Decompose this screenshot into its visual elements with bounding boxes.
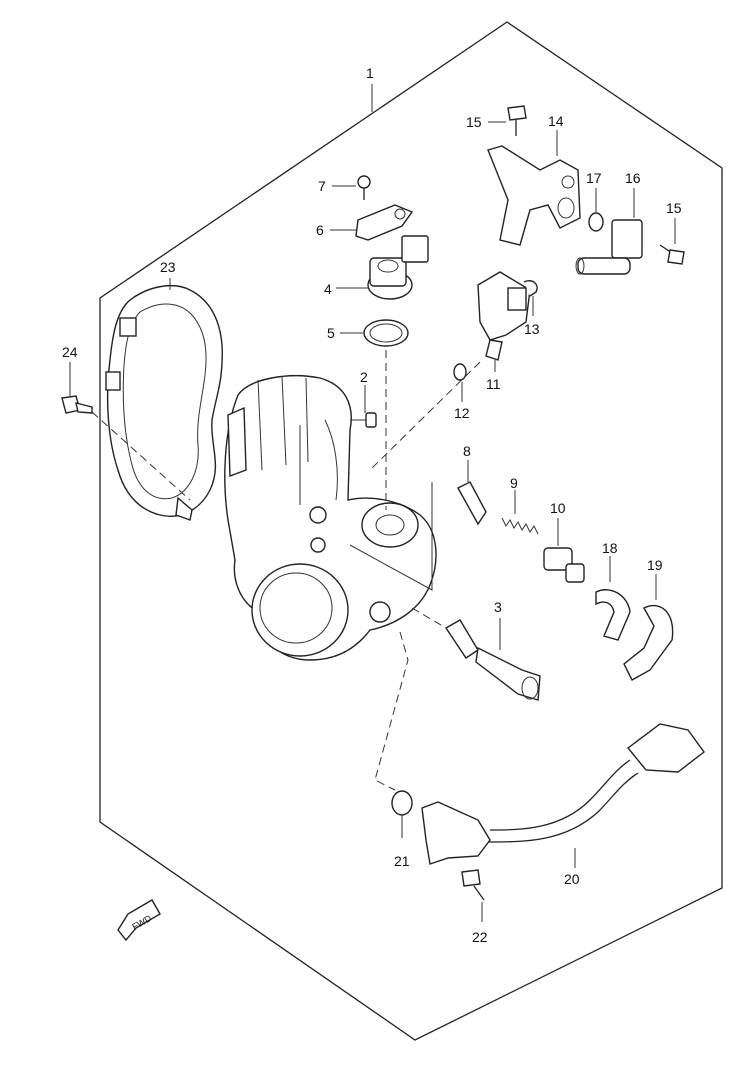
callout-4: 4 <box>324 281 332 297</box>
callout-22: 22 <box>472 929 488 945</box>
callout-6: 6 <box>316 222 324 238</box>
callout-8: 8 <box>463 443 471 459</box>
callout-20: 20 <box>564 871 580 887</box>
adjuster-10 <box>543 547 585 583</box>
screw-7 <box>357 175 371 200</box>
plunger-8 <box>457 481 487 526</box>
callout-18: 18 <box>602 540 618 556</box>
throttle-body <box>224 375 437 661</box>
callout-2: 2 <box>360 369 368 385</box>
cover-gasket <box>105 285 223 521</box>
sensor-20 <box>421 723 705 865</box>
callout-1: 1 <box>366 65 374 81</box>
screw-2 <box>350 412 377 428</box>
screw-3 <box>445 619 541 701</box>
callout-16: 16 <box>625 170 641 186</box>
hose-18 <box>595 589 631 641</box>
clip-13 <box>523 280 538 297</box>
callout-15-top: 15 <box>466 114 482 130</box>
elbow-hose-19 <box>623 604 674 681</box>
spring-9 <box>501 517 539 535</box>
callout-23: 23 <box>160 259 176 275</box>
callout-19: 19 <box>647 557 663 573</box>
connector-16 <box>575 219 643 275</box>
bracket-14 <box>487 145 581 246</box>
callout-7: 7 <box>318 178 326 194</box>
callout-24: 24 <box>62 344 78 360</box>
fwd-arrow-icon: FWD <box>117 899 161 942</box>
callout-12: 12 <box>454 405 470 421</box>
callout-21: 21 <box>394 853 410 869</box>
callout-17: 17 <box>586 170 602 186</box>
o-ring-12 <box>453 363 467 381</box>
assembly-outline <box>99 21 723 1041</box>
sensor-4 <box>367 235 429 300</box>
callout-14: 14 <box>548 113 564 129</box>
bolt-15-right <box>659 244 685 265</box>
callout-10: 10 <box>550 500 566 516</box>
callout-9: 9 <box>510 475 518 491</box>
bolt-22 <box>461 869 485 901</box>
o-ring-17 <box>588 212 604 232</box>
callout-11: 11 <box>486 376 501 392</box>
bolt-15-top <box>507 105 527 136</box>
callout-5: 5 <box>327 325 335 341</box>
o-ring-21 <box>391 790 413 816</box>
callout-13: 13 <box>524 321 540 337</box>
bracket-6 <box>355 204 414 241</box>
callout-15-right: 15 <box>666 200 682 216</box>
injector-11 <box>477 271 531 361</box>
bolt-24 <box>61 395 93 414</box>
callout-3: 3 <box>494 599 502 615</box>
